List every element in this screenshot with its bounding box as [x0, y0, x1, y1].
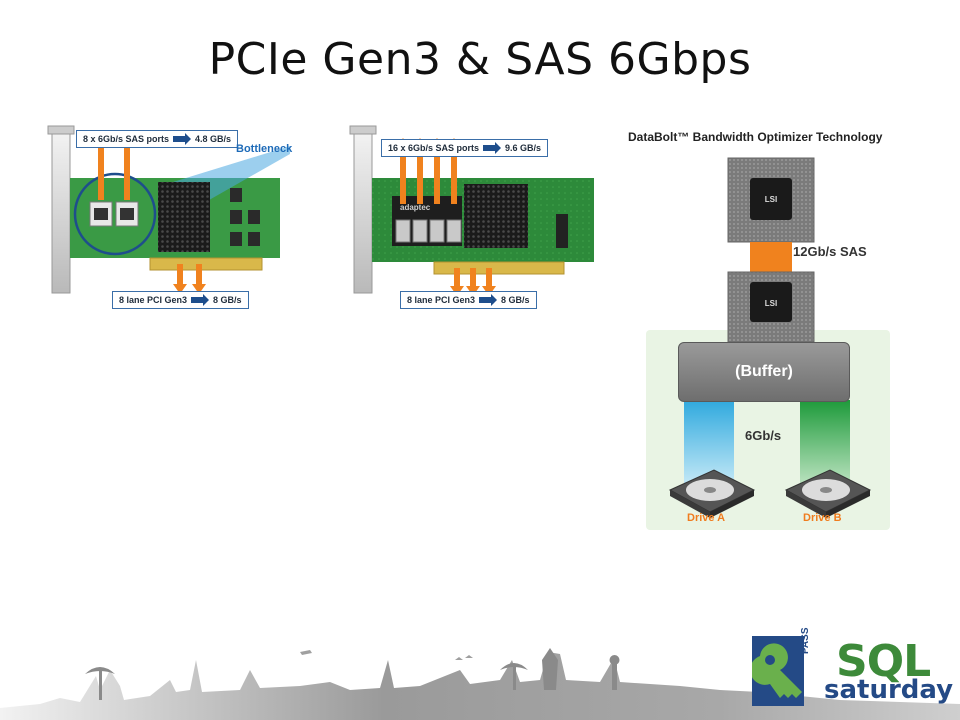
left-pcie-lanes: 8 lane PCI Gen3	[119, 295, 188, 305]
left-pcie-label: 8 lane PCI Gen3 8 GB/s	[112, 291, 249, 309]
left-pcie-speed: 8 GB/s	[213, 295, 242, 305]
sas12-label: 12Gb/s SAS	[793, 244, 867, 259]
logo-pass-text: PASS	[800, 627, 811, 655]
left-sas-label: 8 x 6Gb/s SAS ports 4.8 GB/s	[76, 130, 239, 148]
key-icon	[752, 636, 804, 706]
drive-a-label: Drive A	[687, 512, 726, 524]
arrow-right-icon	[173, 133, 192, 145]
sas-connectors	[395, 219, 462, 243]
bottleneck-label: Bottleneck	[236, 143, 293, 155]
right-pcie-lanes: 8 lane PCI Gen3	[407, 295, 476, 305]
controller-chip	[158, 182, 210, 252]
arrow-right-icon	[191, 294, 210, 306]
bracket	[51, 127, 71, 294]
right-sas-label: 16 x 6Gb/s SAS ports 9.6 GB/s	[381, 139, 549, 157]
left-sas-speed: 4.8 GB/s	[195, 134, 232, 144]
left-card-illustration	[47, 125, 290, 294]
left-sas-ports: 8 x 6Gb/s SAS ports	[83, 134, 170, 144]
sas6-label: 6Gb/s	[745, 428, 782, 443]
drive-b-icon	[784, 469, 872, 518]
pcie-arrows	[173, 264, 206, 294]
bottleneck-circle	[73, 172, 157, 256]
sas12-link	[750, 242, 792, 272]
controller-chip	[464, 184, 528, 248]
pcie-gold-fingers	[149, 257, 263, 271]
databolt-title: DataBolt™ Bandwidth Optimizer Technology	[628, 130, 883, 144]
arrow-right-icon	[479, 294, 498, 306]
right-sas-speed: 9.6 GB/s	[505, 143, 542, 153]
slide-title: PCIe Gen3 & SAS 6Gbps	[208, 34, 752, 85]
bottom-chip-label: LSI	[765, 299, 777, 308]
logo-saturday-text: saturday	[824, 675, 954, 705]
drive-a-icon	[668, 469, 756, 518]
drive-b-label: Drive B	[803, 512, 842, 524]
bracket	[353, 127, 373, 294]
right-pcie-label: 8 lane PCI Gen3 8 GB/s	[400, 291, 537, 309]
adaptec-brand: adaptec	[400, 203, 431, 212]
logo-sql-text: SQL	[836, 636, 931, 687]
right-pcie-speed: 8 GB/s	[501, 295, 530, 305]
buffer-box: (Buffer)	[678, 342, 850, 402]
arrow-right-icon	[483, 142, 502, 154]
pcie-gold-fingers	[433, 261, 565, 275]
skyline-silhouette	[0, 648, 960, 720]
top-chip-label: LSI	[765, 195, 777, 204]
right-sas-ports: 16 x 6Gb/s SAS ports	[388, 143, 480, 153]
